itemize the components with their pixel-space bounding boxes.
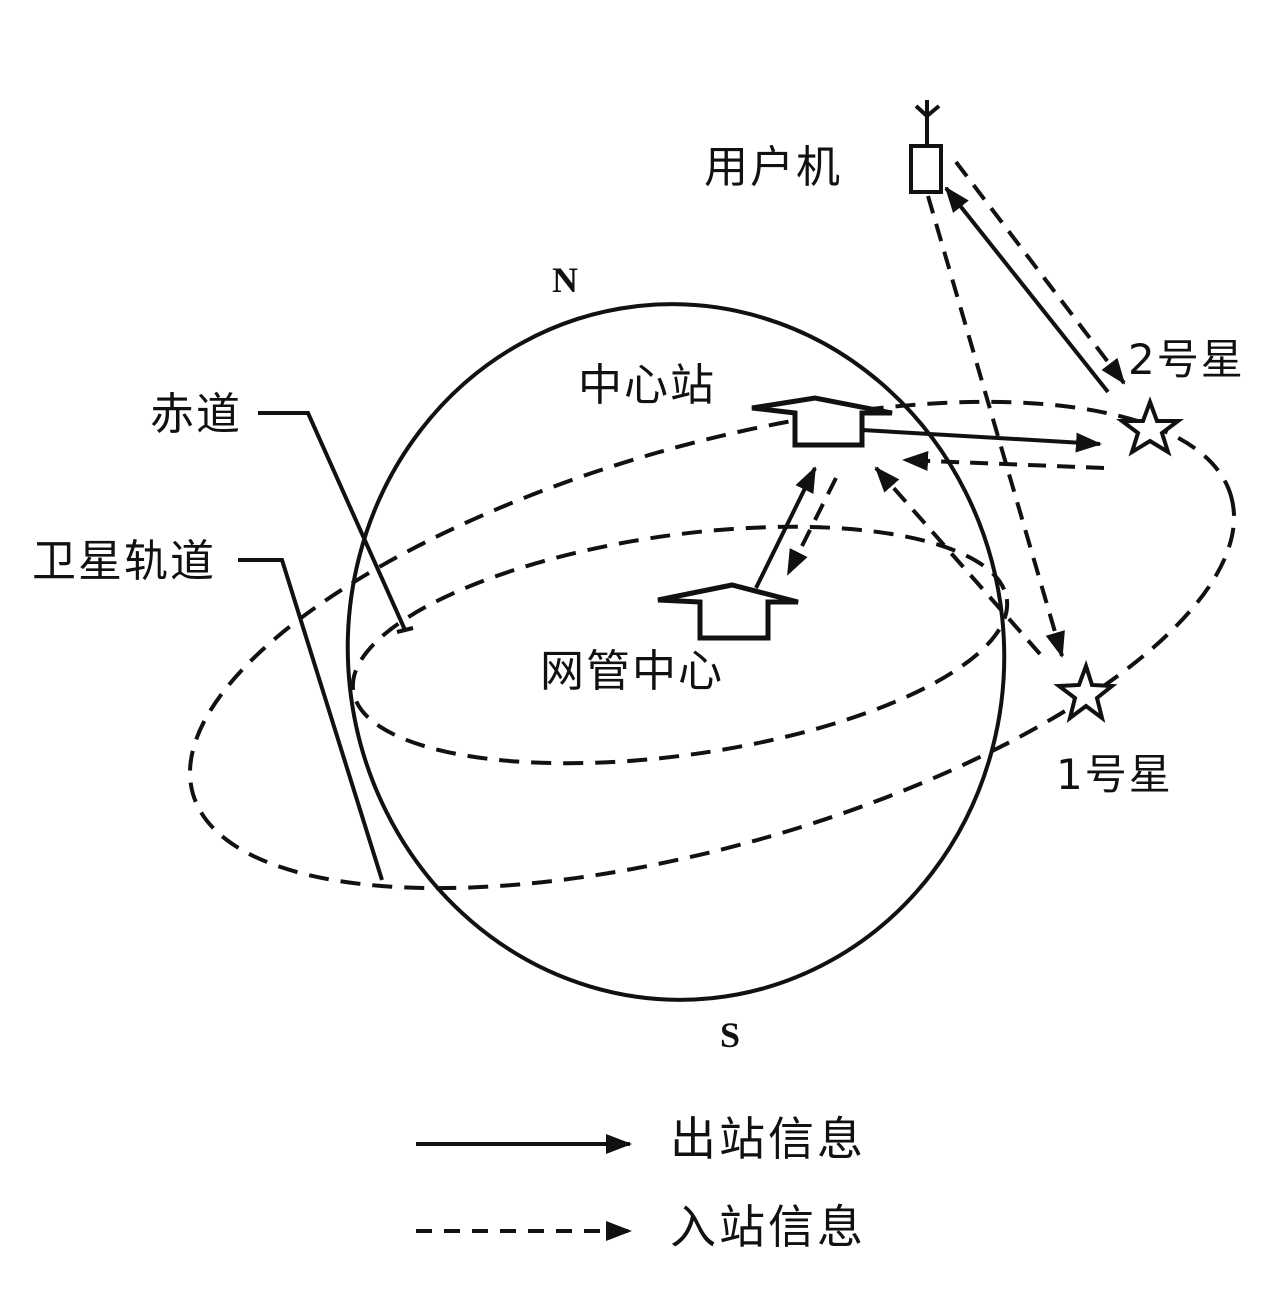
legend-outbound-label: 出站信息 [670,1112,866,1166]
equator-label: 赤道 [150,389,242,440]
inbound-user-to-sat2 [954,160,1126,385]
central-station-icon [751,395,893,448]
equator-line [350,524,1010,766]
north-label: N [552,260,578,300]
satellite-1-star-icon [1053,659,1118,723]
satellite-1-label: 1号星 [1056,750,1173,799]
user-terminal-label: 用户机 [704,142,842,193]
central-station-label: 中心站 [578,360,716,411]
legend-inbound-label: 入站信息 [670,1200,866,1254]
outbound-network-to-station [754,466,817,589]
satellite-2-label: 2号星 [1128,335,1245,384]
satellite-2-star-icon [1116,396,1184,457]
orbit-leader-line [238,558,384,881]
equator-leader-line [258,411,407,631]
network-center-icon [657,582,799,641]
south-label: S [720,1015,741,1055]
earth-globe [345,302,1007,1002]
inbound-sat2-to-station [902,450,1105,471]
outbound-station-to-sat2 [861,428,1102,453]
outbound-sat2-to-user [944,186,1110,394]
inbound-station-to-network [786,477,838,576]
inbound-user-to-sat1 [926,195,1065,658]
inbound-sat1-to-station [874,466,1042,656]
satellite-orbit-label: 卫星轨道 [32,536,216,587]
network-center-label: 网管中心 [540,646,724,697]
user-terminal-antenna-icon [909,100,943,194]
satellite-orbit-line [187,399,1237,891]
